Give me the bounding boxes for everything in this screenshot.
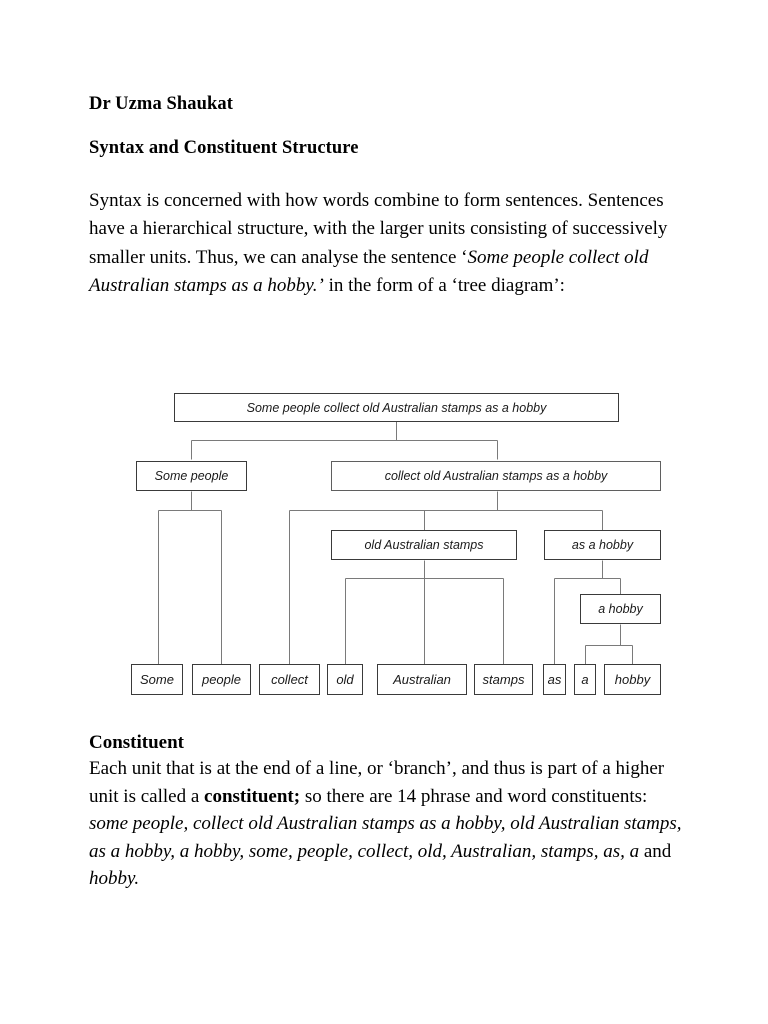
tree-node-object: old Australian stamps [331,530,517,560]
tree-node-root: Some people collect old Australian stamp… [174,393,619,422]
tree-node-predicate: collect old Australian stamps as a hobby [331,461,661,491]
intro-quoted-sentence: Some people collect old Australian stamp… [89,246,649,297]
document-header-block: Dr Uzma Shaukat Syntax and Constituent S… [89,92,689,301]
tree-leaf-old: old [327,664,363,695]
tree-leaf-collect: collect [259,664,320,695]
tree-leaf-stamps: stamps [474,664,533,695]
intro-paragraph: Syntax is concerned with how words combi… [89,187,689,301]
constituent-list: some people, collect old Australian stam… [89,810,695,893]
definition-part2: so there are 14 phrase and word constitu… [300,785,648,807]
constituent-list-conjunction: and [639,840,672,862]
definition-bold-term: constituent; [204,785,301,807]
constituent-definition: Each unit that is at the end of a line, … [89,755,695,810]
tree-node-a-hobby: a hobby [580,594,661,624]
tree-leaf-australian: Australian [377,664,467,695]
intro-text-part1: Syntax is concerned with how words combi… [89,189,668,268]
constituent-list-final: hobby. [89,868,140,889]
constituent-section: Constituent Each unit that is at the end… [89,730,695,893]
tree-leaf-as: as [543,664,566,695]
constituent-list-italic: some people, collect old Australian stam… [89,813,682,862]
tree-node-adjunct: as a hobby [544,530,661,560]
intro-text-part2: in the form of a ‘tree diagram’: [323,275,565,297]
tree-leaf-a: a [574,664,596,695]
tree-leaf-some: Some [131,664,183,695]
tree-leaf-people: people [192,664,251,695]
page-title: Syntax and Constituent Structure [89,137,359,158]
tree-node-subject: Some people [136,461,247,491]
author-name: Dr Uzma Shaukat [89,94,234,114]
definition-part1: Each unit that is at the end of a line, … [89,758,665,807]
tree-leaf-hobby: hobby [604,664,661,695]
constituent-heading: Constituent [89,732,185,753]
